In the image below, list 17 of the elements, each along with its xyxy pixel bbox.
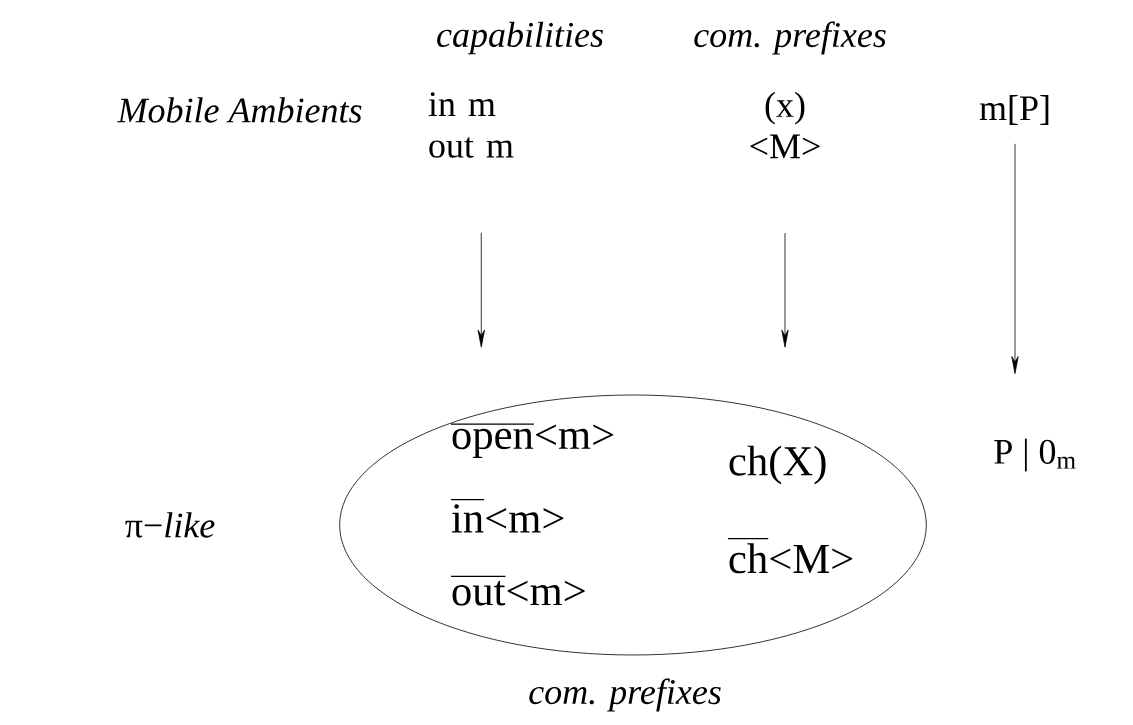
caption-text: com. prefixes bbox=[529, 678, 721, 712]
label-text: com. prefixes bbox=[694, 21, 886, 55]
formula-text: $\overline{\text{out}}\text{<m>}$ bbox=[450, 576, 585, 606]
arrow bbox=[1011, 143, 1019, 374]
label-text: π−like bbox=[125, 512, 215, 538]
formula-text: $\text{ch(X)}$ bbox=[729, 445, 826, 485]
term-text: P | 0$_{m}$ bbox=[994, 438, 1076, 472]
formula-text: $\overline{\text{in}}\text{<m>}$ bbox=[450, 499, 564, 533]
term-text: (x) <M> bbox=[750, 91, 820, 159]
arrow bbox=[781, 232, 789, 348]
term-text: m[P] bbox=[979, 95, 1049, 125]
label-text: capabilities bbox=[437, 21, 603, 55]
label-text: Mobile Ambients bbox=[117, 97, 362, 123]
formula-text: $\overline{\text{open}}\text{<m>}$ bbox=[450, 424, 614, 458]
arrow bbox=[477, 232, 485, 348]
term-text: in m out m bbox=[428, 92, 514, 158]
formula-text: $\overline{\text{ch}}\text{<M>}$ bbox=[727, 538, 853, 574]
